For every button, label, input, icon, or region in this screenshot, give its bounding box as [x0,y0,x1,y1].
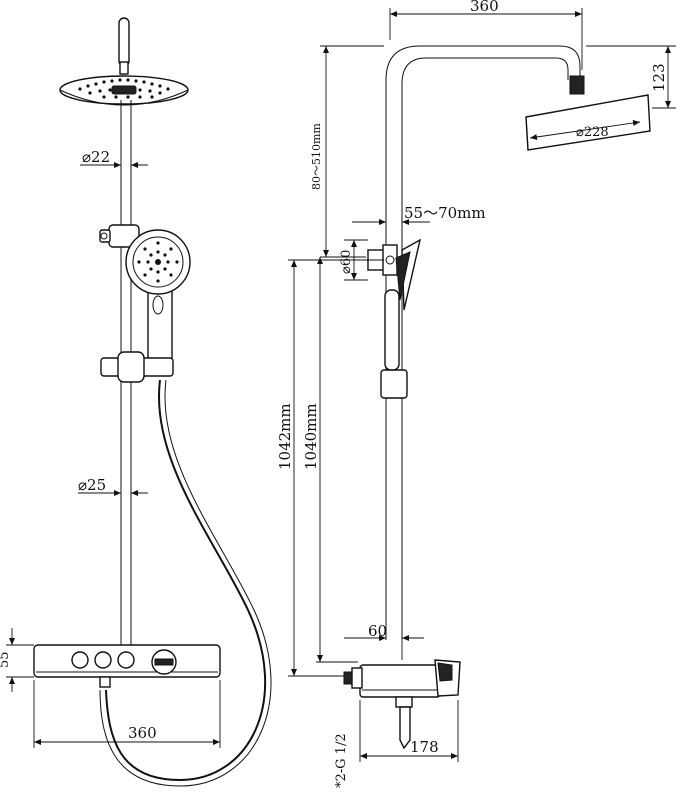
shelf-height-label: 55 [0,651,12,668]
rail-bottom-diameter-label: ⌀25 [78,476,106,494]
side-head-nut [569,75,585,95]
front-button-2-icon [94,651,112,669]
front-width-label: 360 [128,724,157,742]
head-drop-label: 123 [650,63,668,92]
inlet-thread-label: *2-G 1/2 [334,733,349,788]
front-view: ⌀22 ⌀25 55 360 [0,17,272,787]
side-valve-body [343,659,461,750]
front-shelf [33,644,221,688]
front-slider [100,351,174,383]
front-upper-pipe [118,17,130,67]
head-diameter-label: ⌀228 [576,125,609,140]
side-slider [380,369,408,399]
total-height-b-label: 1040mm [302,403,320,470]
front-hand-shower [125,229,191,371]
side-arm-length-label: 360 [470,0,499,15]
holder-offset-label: 55～70mm [404,204,486,222]
side-view: 360 123 ⌀228 80～510mm 55～70mm ⌀60 1042mm [276,0,676,788]
front-hose-outer [105,379,267,782]
body-depth-label: 178 [410,738,439,756]
rail-top-diameter-label: ⌀22 [82,148,110,166]
total-height-a-label: 1042mm [276,403,294,470]
front-rain-shower-head [59,75,189,106]
side-rain-head [525,94,651,151]
holder-diameter-label: ⌀60 [339,250,354,274]
front-button-1-icon [71,651,89,669]
front-hose-inner [99,379,272,787]
front-button-3-icon [117,651,135,669]
front-hand-shower-holder [99,224,140,248]
height-adjust-label: 80～510mm [310,123,323,190]
side-arm-outer [385,45,581,640]
side-holder [367,238,422,311]
wall-offset-label: 60 [368,622,387,640]
side-hand-shower-handle [384,289,400,371]
side-arm-inner [401,57,569,640]
